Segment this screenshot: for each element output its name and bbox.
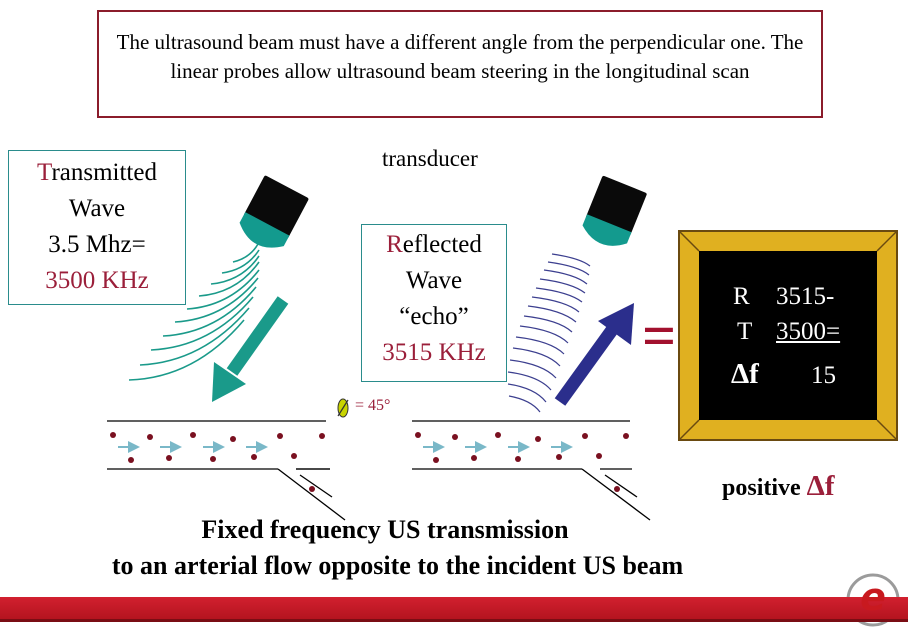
monitor-frame xyxy=(678,230,898,441)
header-text-box: The ultrasound beam must have a differen… xyxy=(97,10,823,118)
left-vessel xyxy=(107,420,346,521)
transmitted-initial: T xyxy=(37,159,52,186)
footer-bar xyxy=(0,597,908,619)
logo-letter: e xyxy=(860,575,886,619)
caption-line-2: to an arterial flow opposite to the inci… xyxy=(111,551,684,580)
reflected-wavefronts xyxy=(507,253,591,413)
reflected-beam-arrow xyxy=(554,303,634,406)
monitor-t-value: 3500= xyxy=(776,318,841,345)
transmitted-title: Transmitted xyxy=(9,155,185,191)
reflected-title-rest: eflected xyxy=(402,231,482,258)
reflected-wave-box: Reflected Wave “echo” 3515 KHz xyxy=(361,224,507,382)
monitor-r-value: 3515- xyxy=(776,283,835,310)
transducer-label: transducer xyxy=(382,146,478,171)
positive-delta-label: positive Δf xyxy=(722,470,835,503)
positive-delta-symbol: Δf xyxy=(806,470,835,502)
monitor-t-label: T xyxy=(737,318,753,345)
reflected-initial: R xyxy=(386,231,403,258)
monitor-delta-label: Δf xyxy=(731,358,759,390)
caption-line-1: Fixed frequency US transmission xyxy=(201,515,569,544)
equals-sign: = xyxy=(642,303,677,369)
monitor-r-label: R xyxy=(733,283,750,310)
transmitted-beam-arrow xyxy=(212,296,289,402)
reflected-title: Reflected xyxy=(362,227,506,263)
transmitted-frequency: 3500 KHz xyxy=(45,267,149,294)
reflected-frequency: 3515 KHz xyxy=(382,339,486,366)
right-probe-icon xyxy=(582,175,647,246)
header-text: The ultrasound beam must have a differen… xyxy=(116,30,804,83)
angle-theta-icon xyxy=(337,398,349,418)
reflected-line3: “echo” xyxy=(399,303,469,330)
transmitted-wavefronts xyxy=(128,243,260,381)
left-blood-cells xyxy=(110,432,325,492)
transmitted-wave-box: Transmitted Wave 3.5 Mhz= 3500 KHz xyxy=(8,150,186,305)
monitor-delta-value: 15 xyxy=(811,362,836,389)
transmitted-line3: 3.5 Mhz= xyxy=(48,231,146,258)
transmitted-line2: Wave xyxy=(68,195,126,222)
transmitted-title-rest: ransmitted xyxy=(51,159,157,186)
left-probe-icon xyxy=(239,175,309,248)
right-vessel xyxy=(412,420,651,521)
angle-label: = 45° xyxy=(355,397,391,414)
reflected-line2: Wave xyxy=(405,267,463,294)
footer-line xyxy=(0,619,908,622)
positive-word: positive xyxy=(722,475,801,501)
right-blood-cells xyxy=(415,432,629,492)
